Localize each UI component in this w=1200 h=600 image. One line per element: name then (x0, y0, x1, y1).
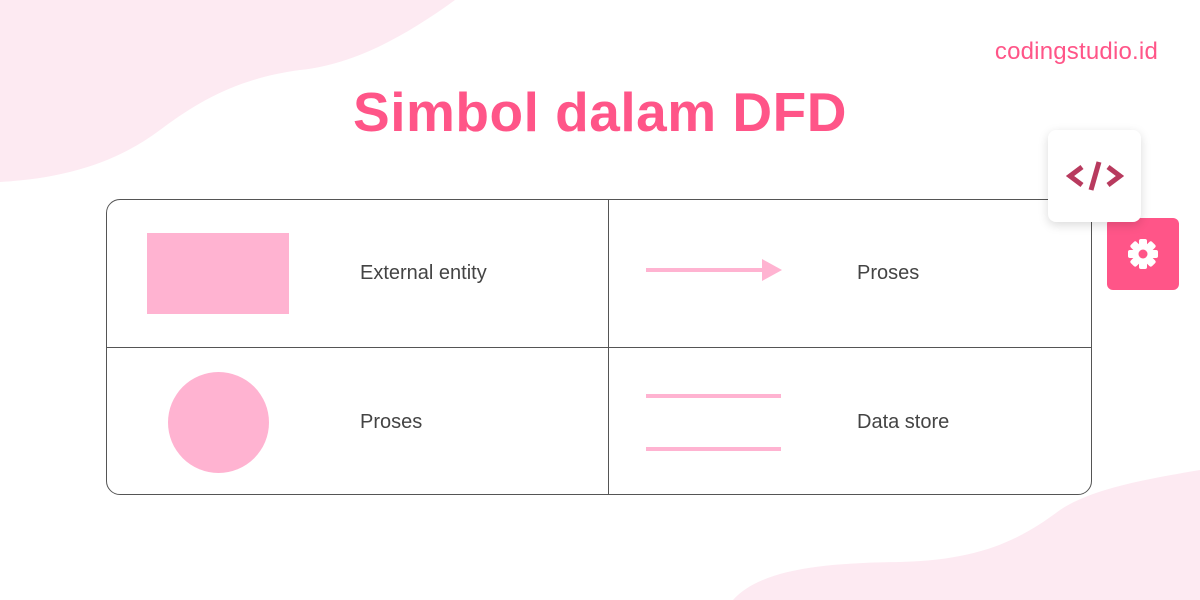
symbol-label: Data store (857, 411, 950, 433)
brand-logo-text[interactable]: codingstudio.id (994, 38, 1158, 65)
code-brackets-icon (1065, 161, 1124, 191)
arrow-head-icon (762, 259, 782, 281)
page-title: Simbol dalam DFD (353, 81, 847, 143)
data-store-bottom-line-icon (646, 447, 781, 451)
rectangle-symbol-icon (147, 233, 289, 314)
dfd-symbol-table: External entity Proses Proses Data store (106, 199, 1092, 495)
symbol-label: External entity (360, 262, 487, 284)
table-cell-data-store: Data store (609, 348, 1093, 495)
table-cell-arrow: Proses (609, 200, 1093, 347)
gear-icon (1128, 239, 1158, 269)
symbol-label: Proses (857, 262, 920, 284)
row-divider (107, 347, 1091, 348)
table-cell-circle: Proses (107, 348, 608, 495)
data-store-top-line-icon (646, 394, 781, 398)
arrow-line-icon (646, 268, 766, 272)
gear-card (1107, 218, 1179, 290)
circle-symbol-icon (168, 372, 269, 473)
code-card (1048, 130, 1141, 222)
symbol-label: Proses (360, 411, 423, 433)
table-cell-external-entity: External entity (107, 200, 608, 347)
